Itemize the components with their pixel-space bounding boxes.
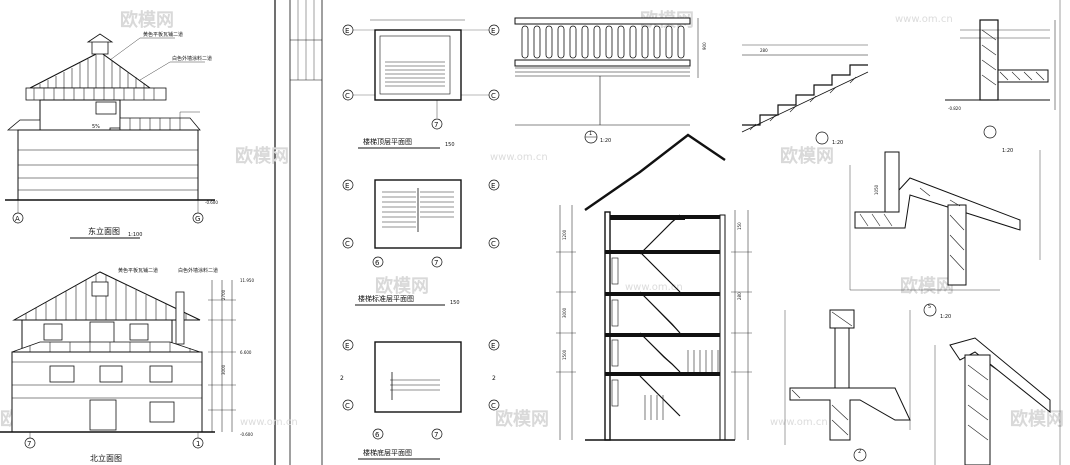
elevation-north-mid: 6.600 [240, 350, 252, 355]
beam-detail-drawing [784, 309, 911, 462]
elevation-north-low: -0.600 [240, 432, 253, 437]
dim-1200-section: 1200 [562, 229, 567, 240]
stair-typical-scale: 150 [450, 300, 460, 306]
north-roof-note: 黄色平板瓦铺二道 [118, 267, 158, 274]
watermark-brand: 欧模网 [495, 408, 549, 430]
footing-scale: 1:20 [1002, 148, 1013, 154]
axis-6-mid: 6 [375, 259, 380, 267]
stair-top-title: 楼梯顶层平面图 [363, 137, 412, 146]
footing-detail-drawing [945, 19, 1056, 139]
axis-c-mid-right: C [491, 240, 496, 248]
axis-e-bot-left: E [345, 342, 349, 350]
dim-280-section: 280 [737, 292, 742, 300]
watermark-url: www.om.cn [625, 282, 683, 293]
stair-top-scale: 150 [445, 142, 455, 148]
watermark-url: www.om.cn [895, 14, 953, 25]
east-elevation-title: 东立面图 [88, 226, 120, 236]
axis-label-1: 1 [196, 440, 200, 448]
axis-7-bot: 7 [434, 431, 438, 439]
axis-c-top-left: C [345, 92, 350, 100]
canopy-scale: 1:20 [940, 314, 951, 320]
dim-3000-north: 3000 [221, 364, 226, 375]
dim-1500-section: 1500 [562, 349, 567, 360]
north-elevation-drawing [0, 271, 236, 449]
dim-150-section: 150 [737, 222, 742, 230]
north-wall-note: 白色外墙涂料二道 [178, 267, 218, 274]
axis-label-g: G [195, 215, 200, 223]
axis-7-mid: 7 [434, 259, 438, 267]
dim-3000-section: 3000 [562, 307, 567, 318]
axis-2-right: 2 [492, 375, 496, 382]
watermark-brand: 欧模网 [780, 145, 834, 167]
balustrade-detail [514, 17, 699, 144]
axis-c-top-right: C [491, 92, 496, 100]
slope-note: 5% [92, 124, 100, 130]
stair-section-drawing [556, 133, 752, 441]
watermark-brand: 欧模网 [1010, 408, 1064, 430]
dim-2700-north: 2700 [221, 289, 226, 300]
step-detail-scale: 1:20 [832, 140, 843, 146]
axis-c-bot-right: C [491, 402, 496, 410]
elevation-north-ridge: 11.950 [240, 278, 254, 283]
axis-7-top: 7 [434, 121, 438, 129]
stair-plan-top [342, 19, 500, 130]
watermark-brand: 欧模网 [235, 145, 289, 167]
dim-280-step: 280 [760, 48, 768, 53]
stair-bottom-title: 楼梯底层平面图 [363, 448, 412, 457]
detail-mark-2: 2 [858, 449, 861, 455]
step-detail-drawing [741, 44, 869, 145]
axis-6-bot: 6 [375, 431, 380, 439]
watermark-url: www.om.cn [770, 417, 828, 428]
stair-typical-title: 楼梯标准层平面图 [358, 294, 414, 303]
sheet-frame [274, 0, 323, 465]
elevation-detail: -0.820 [948, 106, 961, 111]
watermark-brand: 欧模网 [900, 275, 954, 297]
elevation-minus-east: -0.600 [205, 200, 218, 205]
north-elevation-title: 北立面图 [90, 453, 122, 463]
detail-mark-5: 5 [928, 304, 931, 310]
axis-e-mid-right: E [491, 182, 495, 190]
watermark-url: www.om.cn [240, 417, 298, 428]
axis-c-mid-left: C [345, 240, 350, 248]
east-elevation-drawing [5, 33, 215, 224]
east-elevation-scale: 1:100 [128, 232, 142, 238]
wall-paint-note: 白色外墙涂料二道 [172, 55, 212, 62]
watermark-brand: 欧模网 [120, 9, 174, 31]
axis-label-a: A [15, 215, 20, 223]
eave-detail-drawing [934, 0, 1061, 465]
dim-1050-canopy: 1050 [874, 184, 879, 195]
axis-e-top-right: E [491, 27, 495, 35]
axis-e-bot-right: E [491, 342, 495, 350]
stair-plan-typical [342, 179, 500, 268]
watermarks: 欧模网 欧模网 www.om.cn 欧模网 www.om.cn 欧模网 欧模网 … [0, 9, 1064, 430]
roof-tile-note: 黄色平板瓦铺二道 [143, 31, 183, 38]
dim-900-balustrade: 900 [702, 42, 707, 50]
axis-e-mid-left: E [345, 182, 349, 190]
watermark-url: www.om.cn [490, 152, 548, 163]
axis-label-7: 7 [27, 440, 31, 448]
axis-c-bot-left: C [345, 402, 350, 410]
axis-2-left: 2 [340, 375, 344, 382]
stair-plan-bottom [342, 339, 500, 440]
axis-e-top-left: E [345, 27, 349, 35]
detail-mark-1: 1 [589, 131, 592, 137]
balustrade-scale: 1:20 [600, 138, 611, 144]
watermark-brand: 欧模网 [375, 275, 429, 297]
canopy-detail-drawing [849, 150, 1041, 317]
